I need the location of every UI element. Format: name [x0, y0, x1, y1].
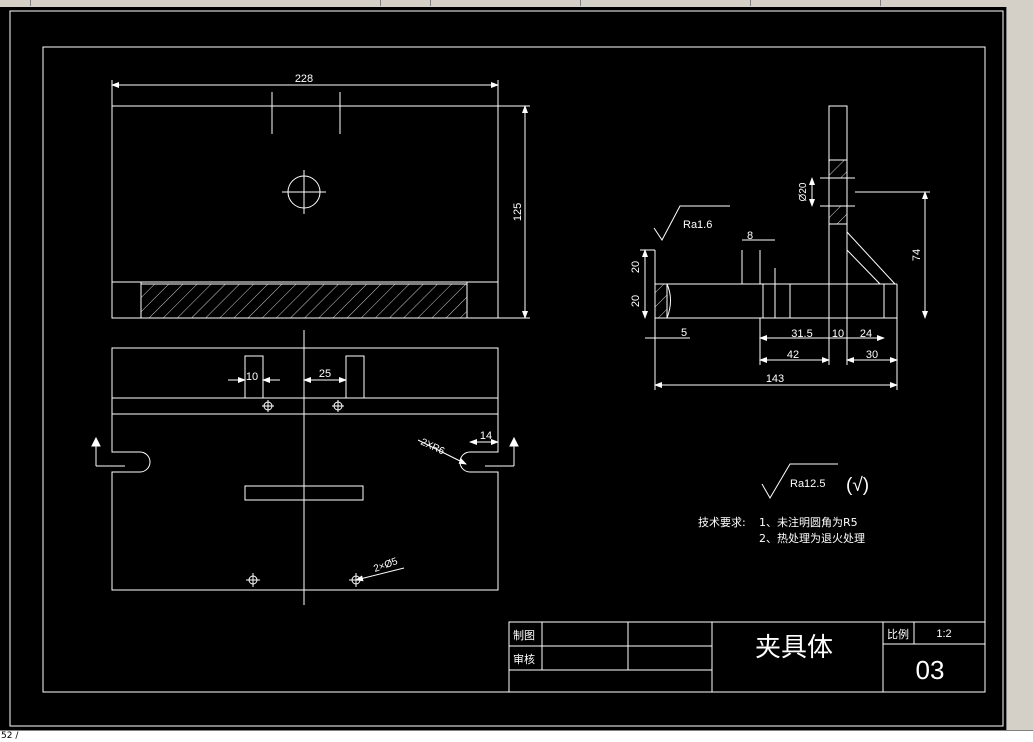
toolbar-segment[interactable] [30, 0, 381, 6]
toolbar-segment[interactable] [380, 0, 431, 6]
tech-requirements-label: 技术要求: [698, 516, 746, 529]
scale-label: 比例 [887, 627, 909, 641]
dim-125: 125 [512, 203, 524, 221]
top-view [91, 330, 519, 605]
checked-by-label: 审核 [513, 652, 535, 666]
front-view [111, 80, 530, 319]
dim-143: 143 [766, 373, 784, 385]
dim-8: 8 [747, 230, 753, 242]
drawing-number: 03 [916, 655, 945, 685]
toolbar-segment[interactable] [580, 0, 751, 6]
toolbar-segment[interactable] [750, 0, 881, 6]
status-bar: 52 / [0, 730, 1033, 742]
sheet-border [9, 10, 1004, 727]
tech-requirement-1: 1、未注明圆角为R5 [759, 515, 858, 529]
roughness-ra16: Ra1.6 [683, 219, 712, 231]
dim-10-side: 10 [832, 328, 844, 340]
tech-requirement-2: 2、热处理为退火处理 [759, 532, 865, 545]
roughness-check: (√) [846, 475, 869, 496]
dim-74: 74 [911, 249, 923, 261]
dim-20a: 20 [630, 261, 642, 273]
vertical-scrollbar[interactable] [1006, 7, 1033, 734]
cad-drawing: 228 125 10 25 14 2XR6 2×Ø5 Ra1.6 8 20 20… [9, 10, 1004, 727]
part-name: 夹具体 [755, 633, 833, 663]
dim-24: 24 [860, 328, 872, 340]
dim-42: 42 [787, 349, 799, 361]
dim-14: 14 [480, 430, 492, 442]
dim-30: 30 [866, 349, 878, 361]
drawing-frame [42, 46, 986, 693]
dim-20b: 20 [630, 295, 642, 307]
roughness-ra125: Ra12.5 [790, 478, 825, 490]
roughness-symbol [761, 463, 838, 499]
dim-25: 25 [319, 368, 331, 380]
toolbar-segment[interactable] [0, 0, 31, 6]
drawn-by-label: 制图 [513, 629, 535, 642]
drawing-canvas[interactable]: 228 125 10 25 14 2XR6 2×Ø5 Ra1.6 8 20 20… [0, 7, 1008, 731]
dim-phi20: Ø20 [798, 182, 809, 201]
title-block [508, 621, 986, 693]
status-text: 52 / [1, 731, 19, 741]
note-radius: 2XR6 [419, 437, 447, 458]
dim-228: 228 [295, 73, 313, 85]
side-view [640, 105, 930, 390]
dim-5: 5 [681, 327, 687, 339]
note-holes: 2×Ø5 [372, 556, 399, 575]
toolbar-segment[interactable] [430, 0, 581, 6]
dim-10: 10 [246, 371, 258, 383]
dim-31-5: 31.5 [791, 328, 812, 340]
scale-value: 1:2 [936, 628, 951, 640]
